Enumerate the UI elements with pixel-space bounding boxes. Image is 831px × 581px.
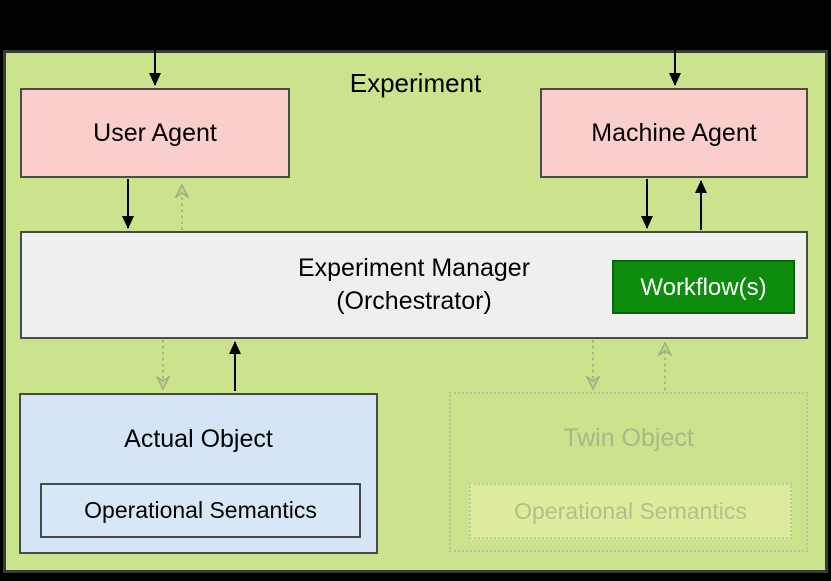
node-actual-object: Actual Object Operational Semantics xyxy=(19,393,378,554)
experiment-manager-label-line1: Experiment Manager xyxy=(297,254,531,282)
actual-operational-semantics-label: Operational Semantics xyxy=(84,497,317,523)
node-user-agent: User Agent xyxy=(20,88,290,178)
machine-agent-label: Machine Agent xyxy=(591,118,757,147)
twin-operational-semantics-label: Operational Semantics xyxy=(514,497,747,524)
experiment-manager-label-line2: (Orchestrator) xyxy=(336,287,492,315)
user-agent-label: User Agent xyxy=(93,118,217,147)
node-twin-operational-semantics: Operational Semantics xyxy=(469,483,792,539)
node-actual-operational-semantics: Operational Semantics xyxy=(40,483,361,538)
node-twin-object: Twin Object Operational Semantics xyxy=(449,392,808,552)
twin-object-label: Twin Object xyxy=(563,424,694,452)
workflow-label: Workflow(s) xyxy=(640,273,767,301)
node-experiment-manager: Experiment Manager (Orchestrator) Workfl… xyxy=(20,231,808,339)
actual-object-label: Actual Object xyxy=(124,425,273,453)
node-machine-agent: Machine Agent xyxy=(540,88,808,178)
node-workflow: Workflow(s) xyxy=(612,260,795,314)
